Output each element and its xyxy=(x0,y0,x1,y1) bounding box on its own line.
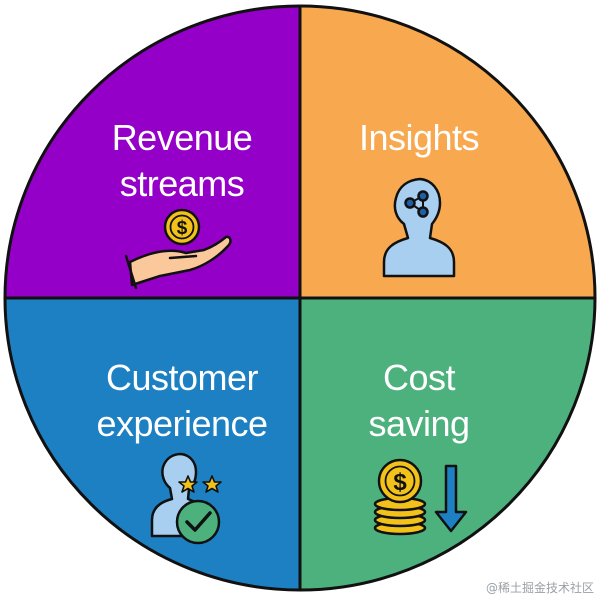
svg-text:$: $ xyxy=(177,218,188,239)
cost-label-line-2: saving xyxy=(368,403,469,444)
hand-coin-icon: $ xyxy=(124,208,232,290)
head-network-icon xyxy=(382,177,456,278)
revenue-label-line-1: Revenue xyxy=(112,117,253,158)
quadrant-cost xyxy=(300,298,595,590)
insights-label: Insights xyxy=(359,117,479,158)
cost-label-line-1: Cost xyxy=(383,357,456,398)
revenue-label-line-2: streams xyxy=(120,163,245,204)
coin-stack-down-arrow-icon: $ xyxy=(373,458,468,536)
customer-label-line-1: Customer xyxy=(106,357,259,398)
svg-text:$: $ xyxy=(393,469,407,496)
quadrant-customer xyxy=(5,298,300,590)
watermark-text: @稀土掘金技术社区 xyxy=(485,581,594,595)
customer-label-line-2: experience xyxy=(96,403,267,444)
person-check-stars-icon xyxy=(150,452,222,545)
quadrant-revenue xyxy=(5,6,300,298)
quadrant-insights xyxy=(300,6,595,298)
